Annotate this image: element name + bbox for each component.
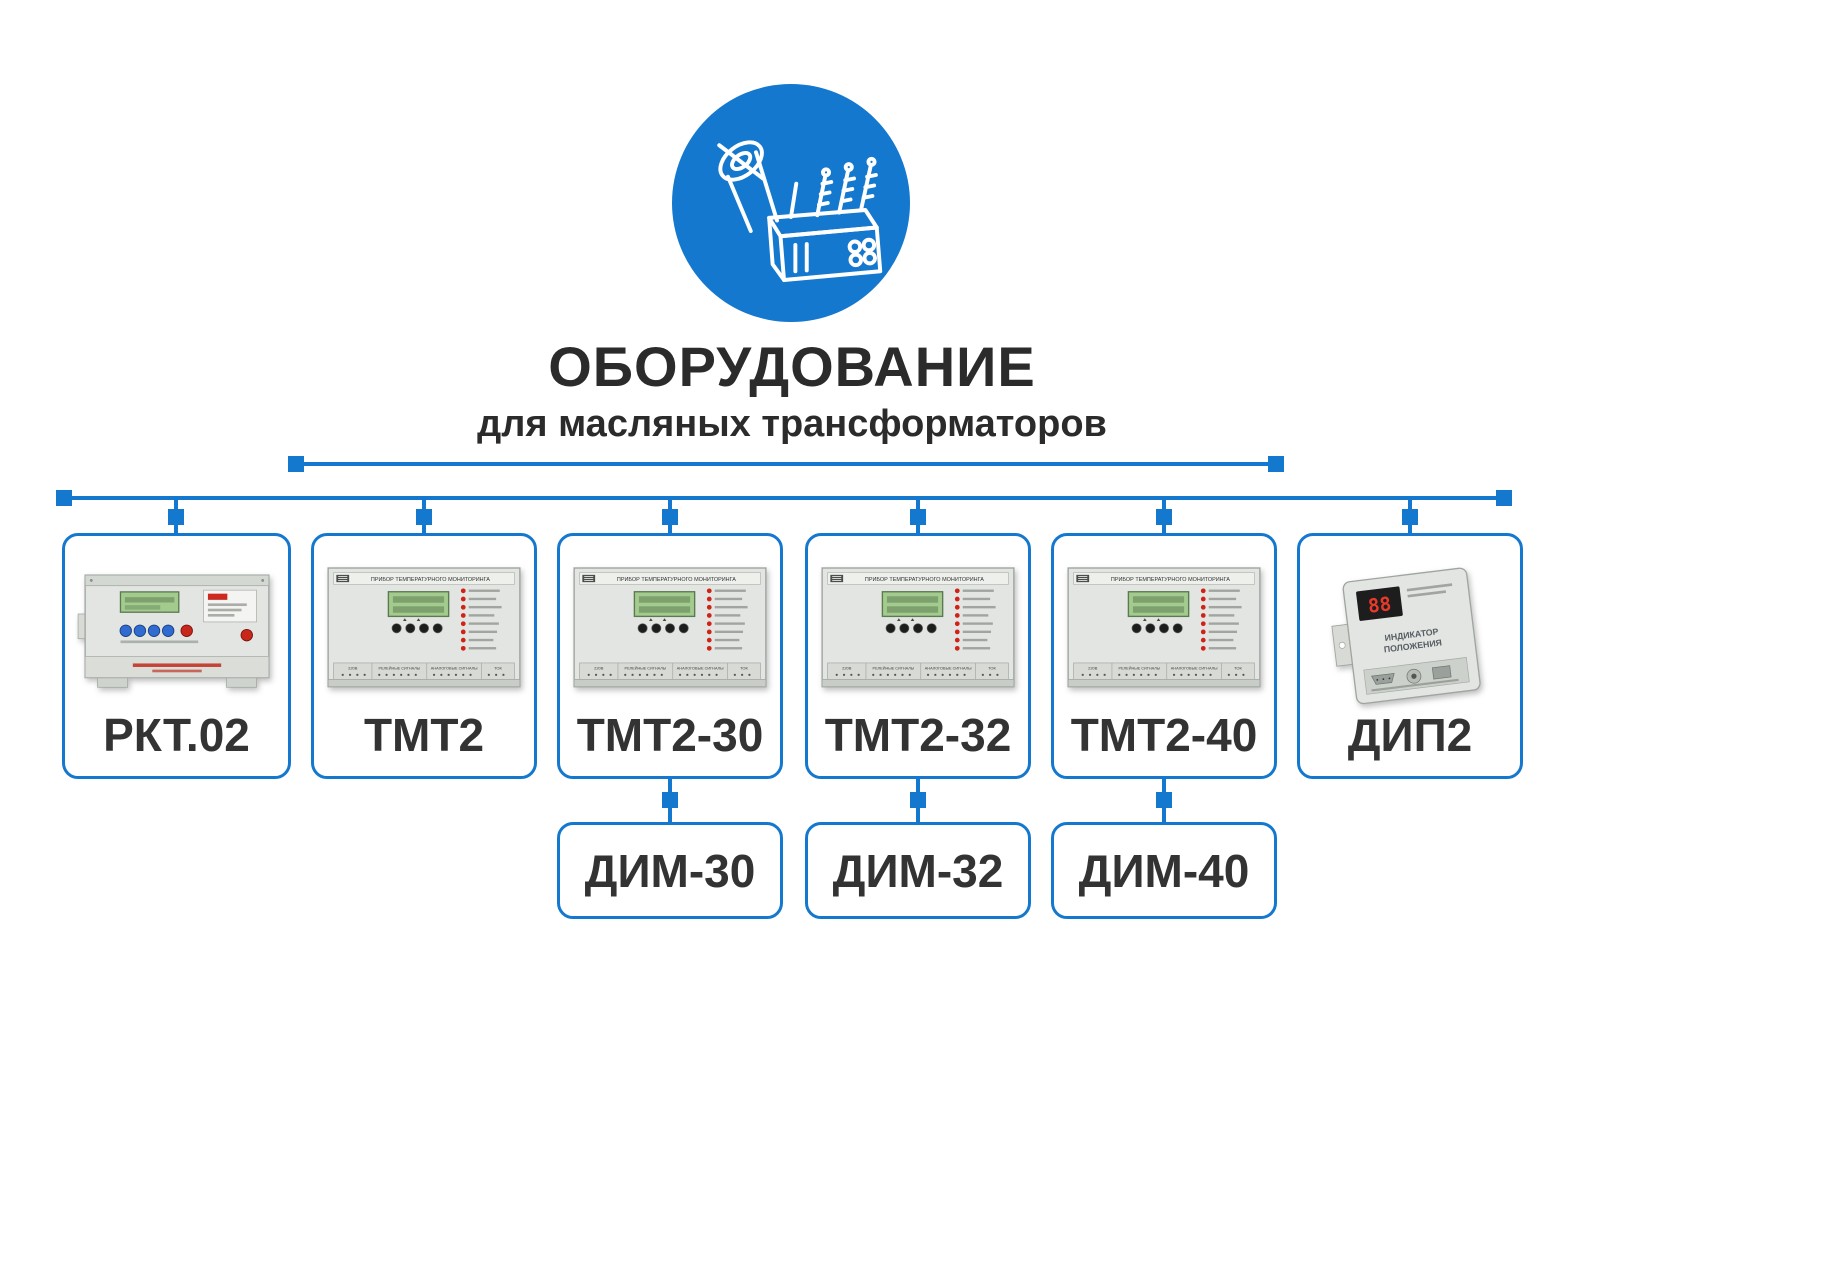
rkt02-device-image [71,562,283,696]
module-label: ДИМ-40 [1078,844,1250,897]
device-label: ТМТ2-30 [576,709,764,761]
module-node-dim30: ДИМ-30 [557,822,783,919]
device-node-tmt2: ТМТ2 [311,533,537,779]
page-subtitle: для масляных трансформаторов [477,403,1107,445]
device-drop-lines [168,498,1418,536]
device-label: ДИП2 [1347,709,1473,761]
bus-line-main [56,490,1512,506]
transformer-logo-circle [672,84,910,322]
module-node-dim32: ДИМ-32 [805,822,1031,919]
module-node-dim40: ДИМ-40 [1051,822,1277,919]
device-node-tmt2-40: ТМТ2-40 [1051,533,1277,779]
device-node-rkt02: РКТ.02 [62,533,291,779]
device-node-dip2: ДИП2 [1297,533,1523,779]
tmt2-30-device-image [565,562,775,700]
bus-line-upper [288,456,1284,472]
device-node-tmt2-32: ТМТ2-32 [805,533,1031,779]
dip2-device-image [1318,562,1502,712]
page-title: ОБОРУДОВАНИЕ [548,335,1036,398]
module-label: ДИМ-30 [584,844,756,897]
device-label: ТМТ2-32 [824,709,1012,761]
device-node-tmt2-30: ТМТ2-30 [557,533,783,779]
tmt2-device-image [319,562,529,700]
device-label: ТМТ2-40 [1070,709,1258,761]
module-label: ДИМ-32 [832,844,1004,897]
device-label: ТМТ2 [363,709,485,761]
tmt2-40-device-image [1059,562,1269,700]
device-label: РКТ.02 [103,709,250,761]
module-drop-lines [662,777,1172,825]
transformer-icon [717,140,883,282]
tmt2-32-device-image [813,562,1023,700]
